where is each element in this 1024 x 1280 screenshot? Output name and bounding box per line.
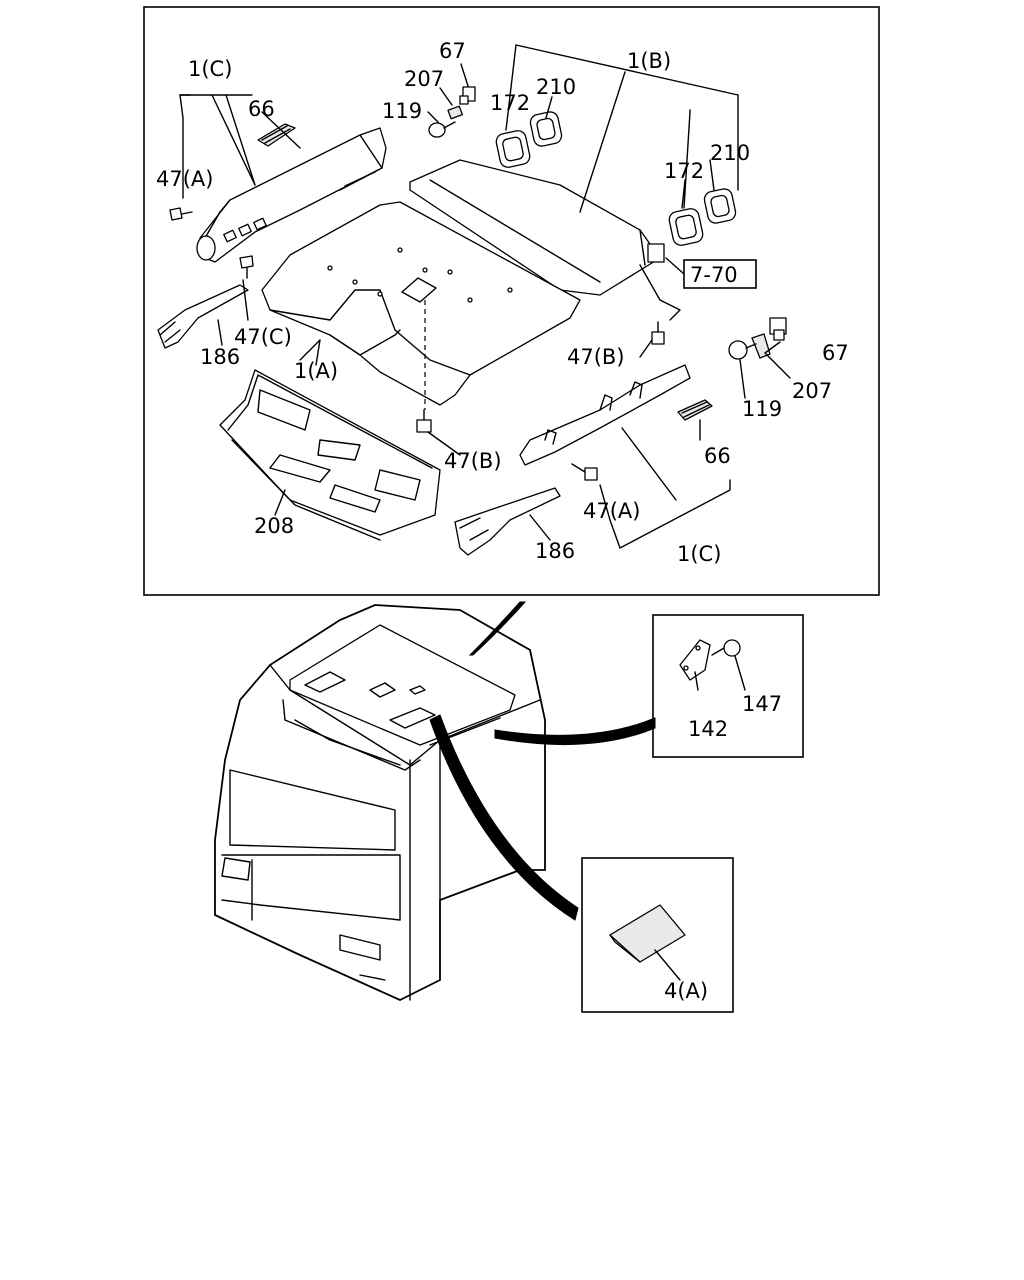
pillar-trim-186-left [157, 284, 249, 349]
callout-119-right: 119 [742, 397, 782, 421]
clip-7-70-ref [647, 243, 665, 263]
callout-186-left: 186 [200, 345, 240, 369]
clip-47A-bottom [571, 463, 598, 481]
screw-119-top [428, 121, 456, 138]
callout-66-bottom: 66 [704, 444, 731, 468]
grille-66-upper [257, 123, 296, 147]
rear-headliner-panel [409, 159, 681, 321]
exploded-view-frame [143, 6, 880, 596]
leader-lines [179, 44, 791, 549]
callout-4A: 4(A) [664, 979, 708, 1003]
screw-119-right [728, 340, 757, 360]
callout-210-top: 210 [536, 75, 576, 99]
clip-67-top [459, 86, 476, 105]
bracket-207-top [447, 105, 463, 120]
detail-box-bracket [652, 614, 804, 758]
callout-207-top: 207 [404, 67, 444, 91]
callout-172-top: 172 [490, 91, 530, 115]
callout-47B-right: 47(B) [567, 345, 625, 369]
callout-172-right: 172 [664, 159, 704, 183]
callout-ref-7-70: 7-70 [690, 263, 738, 287]
callout-186-bottom: 186 [535, 539, 575, 563]
callout-47A-top: 47(A) [156, 167, 213, 191]
side-trim-panel-right [519, 364, 691, 466]
callout-1C-top: 1(C) [188, 57, 232, 81]
callout-66-top: 66 [248, 97, 275, 121]
cab-overview [214, 601, 656, 1001]
callout-142: 142 [688, 717, 728, 741]
callout-47B-bottom: 47(B) [444, 449, 502, 473]
reference-box [683, 259, 757, 289]
gasket-210-right [703, 188, 737, 224]
callout-1A: 1(A) [294, 359, 338, 383]
callout-67-top: 67 [439, 39, 466, 63]
callout-210-right: 210 [710, 141, 750, 165]
callout-147: 147 [742, 692, 782, 716]
front-lower-trim-208 [219, 369, 441, 541]
callout-1C-bottom: 1(C) [677, 542, 721, 566]
detail-box-pad [581, 857, 734, 1013]
main-headliner-panel [261, 201, 581, 410]
seal-172-right [668, 208, 704, 246]
clip-47B-right [651, 321, 665, 345]
gasket-210-upper [529, 111, 563, 147]
callout-119-top: 119 [382, 99, 422, 123]
clip-47C [239, 255, 254, 279]
seal-172-upper [495, 130, 531, 168]
side-trim-panel-left [196, 127, 387, 263]
clip-67-right [769, 317, 787, 341]
clip-47A-top [169, 207, 193, 221]
callout-1B: 1(B) [627, 49, 671, 73]
clip-47B-bottom [416, 409, 432, 433]
callout-47C: 47(C) [234, 325, 292, 349]
callout-207-right: 207 [792, 379, 832, 403]
grille-66-lower [677, 399, 713, 421]
pillar-trim-186-right [454, 487, 561, 556]
callout-208: 208 [254, 514, 294, 538]
callout-47A-bottom: 47(A) [583, 499, 640, 523]
callout-67-right: 67 [822, 341, 849, 365]
